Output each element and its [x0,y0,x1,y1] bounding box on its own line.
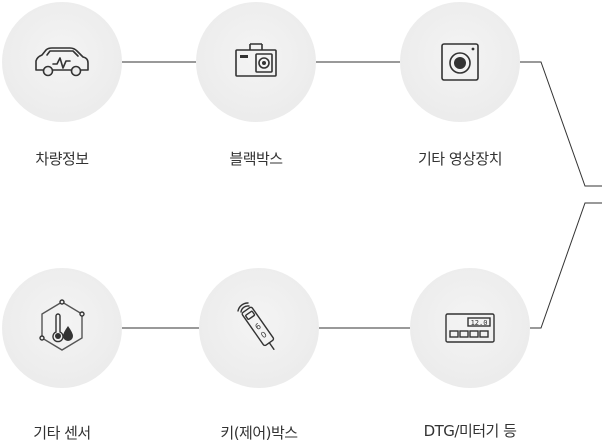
node-circle: 12.0 [410,268,530,388]
node-circle: 6 0 [199,268,319,388]
node-label: 기타 센서 [33,424,91,442]
connector-6-out [530,202,602,329]
node-key-box: 6 0 키(제어)박스 [199,268,319,442]
node-label: 기타 영상장치 [417,150,503,168]
car-icon [35,47,89,77]
node-other-video: 기타 영상장치 [400,2,520,168]
node-vehicle-info: 차량정보 [2,2,122,168]
meter-readout: 12.0 [471,319,488,327]
thermometer-drop-icon [39,299,85,351]
key-fob-icon: 6 0 [237,302,275,350]
node-circle [2,2,122,122]
camera-icon [441,43,479,81]
node-label: DTG/미터기 등 [423,422,517,440]
node-circle [2,268,122,388]
node-label: 블랙박스 [229,150,283,168]
node-label: 키(제어)박스 [220,424,298,442]
dashcam-icon [235,43,277,77]
node-other-sensors: 기타 센서 [2,268,122,442]
connector-3-out [520,61,602,187]
meter-display-icon: 12.0 [445,313,495,343]
node-label: 차량정보 [35,150,89,168]
node-black-box: 블랙박스 [196,2,316,168]
node-circle [400,2,520,122]
node-circle [196,2,316,122]
key-button-label-1: 6 [253,322,262,332]
key-button-label-2: 0 [259,330,268,340]
node-dtg-meter: 12.0 DTG/미터기 등 [410,268,530,440]
